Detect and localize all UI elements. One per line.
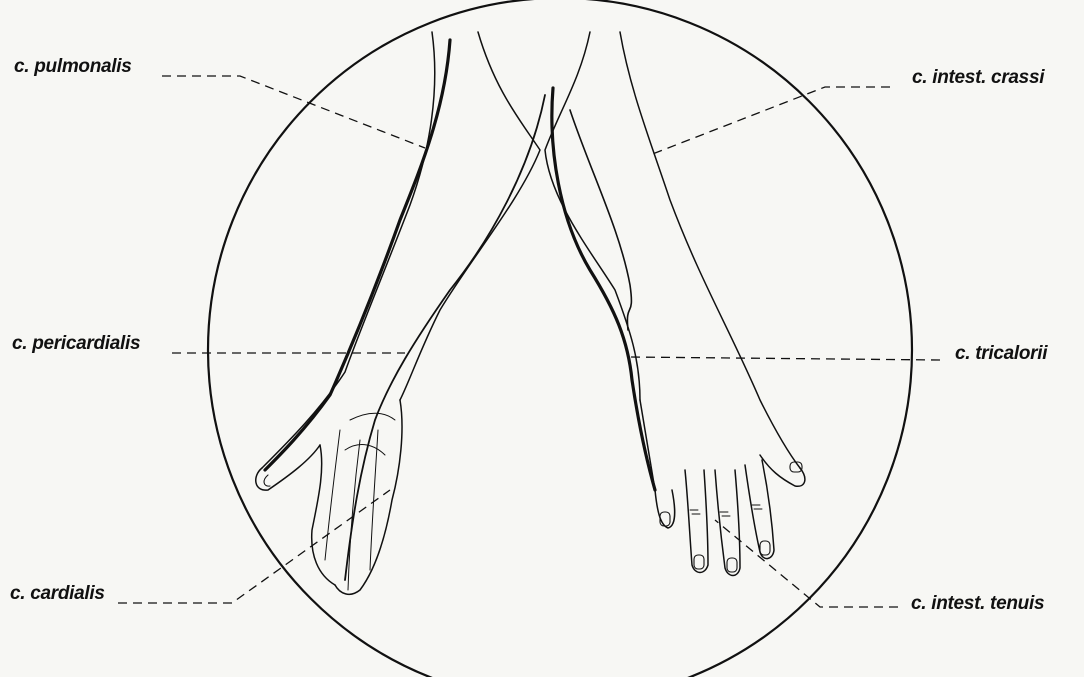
leader-intest-crassi: [650, 87, 890, 155]
label-pericardialis: c. pericardialis: [12, 333, 140, 355]
leader-intest-tenuis: [715, 520, 898, 607]
label-cardialis: c. cardialis: [10, 583, 105, 605]
leader-lines: [118, 76, 940, 607]
label-pulmonalis: c. pulmonalis: [14, 56, 132, 78]
frame-circle: [208, 0, 912, 677]
leader-pulmonalis: [162, 76, 425, 148]
label-intest-tenuis: c. intest. tenuis: [911, 593, 1044, 615]
left-arm: [256, 32, 545, 594]
leader-tricalorii: [628, 357, 940, 360]
label-tricalorii: c. tricalorii: [955, 343, 1047, 365]
right-arm: [545, 32, 805, 576]
label-intest-crassi: c. intest. crassi: [912, 67, 1044, 89]
